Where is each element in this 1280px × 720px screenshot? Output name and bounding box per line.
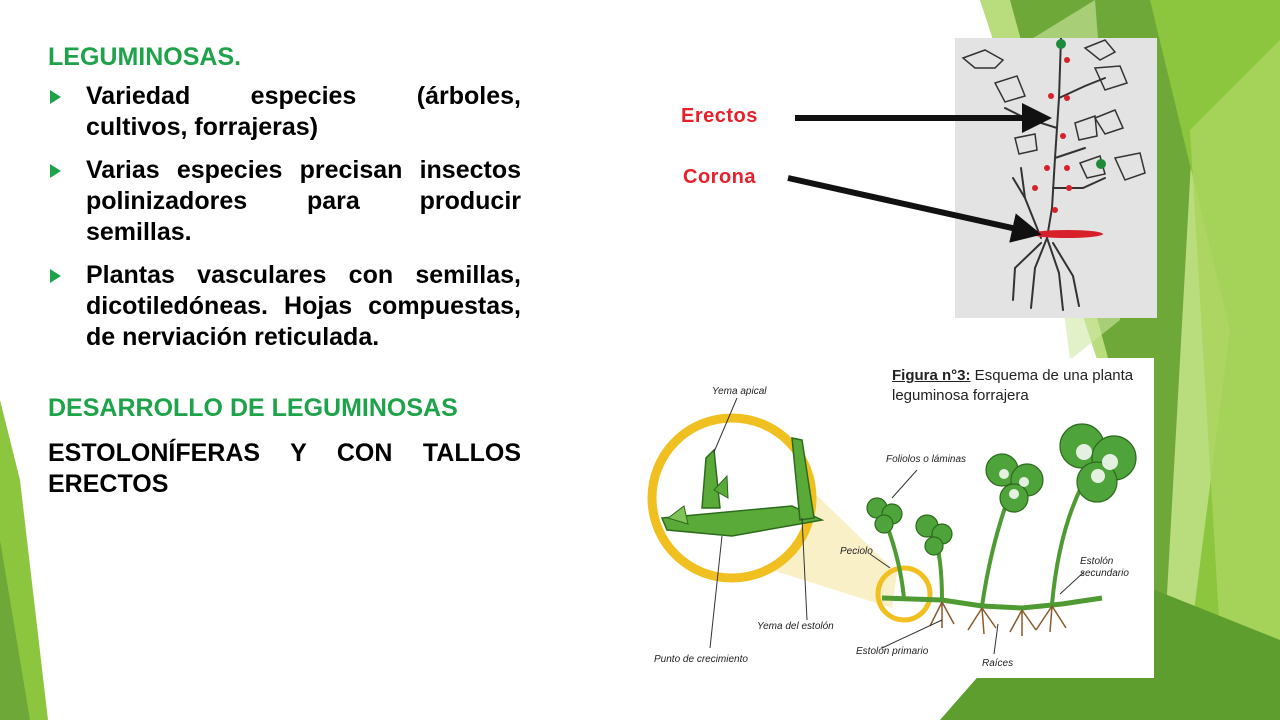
label-punto-crecimiento: Punto de crecimiento [654,654,748,665]
stolon-plant-figure: Figura n°3: Esquema de una planta legumi… [642,358,1154,678]
bullet-item: Varias especies precisan insectos polini… [48,155,521,248]
label-estolon-secundario-line1: Estolón [1080,556,1114,567]
erect-plant-figure [955,38,1157,318]
bullet-list: Variedad especies (árboles, cultivos, fo… [48,81,521,353]
label-erectos: Erectos [681,105,758,127]
bullet-arrow-icon [50,164,61,178]
label-foliolos: Foliolos o láminas [886,454,967,465]
figure-title-line2: leguminosa forrajera [892,387,1029,404]
label-estolon-secundario-line2: secundario [1080,568,1129,579]
label-raices: Raíces [982,658,1014,669]
bullet-item: Variedad especies (árboles, cultivos, fo… [48,81,521,143]
label-estolon-primario: Estolón primario [856,646,929,657]
heading-desarrollo: DESARROLLO DE LEGUMINOSAS [48,394,458,422]
text-panel: LEGUMINOSAS. Variedad especies (árboles,… [48,42,521,500]
left-decoration-strip [0,400,48,720]
bullet-text: Varias especies precisan insectos polini… [86,156,521,246]
heading-leguminosas: LEGUMINOSAS. [48,43,242,71]
bullet-text: Plantas vasculares con semillas, dicotil… [86,261,521,351]
label-yema-apical: Yema apical [712,386,767,397]
label-yema-estolon: Yema del estolón [757,621,834,632]
label-peciolo: Peciolo [840,546,873,557]
bullet-text: Variedad especies (árboles, cultivos, fo… [86,82,521,141]
label-corona: Corona [683,166,756,188]
figure-title-text: Esquema de una planta [970,367,1134,384]
bullet-item: Plantas vasculares con semillas, dicotil… [48,260,521,353]
bullet-arrow-icon [50,269,61,283]
figure-number: Figura n°3: [892,367,971,384]
bullet-arrow-icon [50,90,61,104]
heading-estoloniferas: ESTOLONÍFERAS Y CON TALLOS ERECTOS [48,439,521,498]
stolon-plant-drawing [647,397,1137,655]
figure-title: Figura n°3: Esquema de una planta legumi… [892,366,1133,406]
label-estolon-secundario: Estolón secundario [1080,556,1129,580]
